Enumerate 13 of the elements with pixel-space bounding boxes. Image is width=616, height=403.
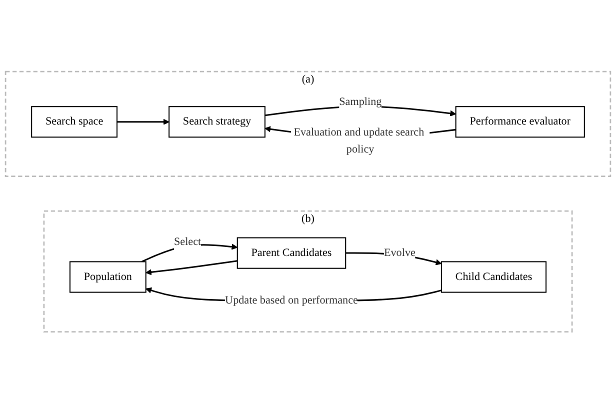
arrow	[117, 118, 170, 125]
edge-label: Update based on performance	[225, 294, 358, 306]
edge-label: Evolve	[384, 246, 416, 258]
node-box: Search strategy	[168, 106, 266, 138]
edge-label: Sampling	[339, 96, 382, 108]
edge-label: Select	[174, 236, 202, 248]
node-box: Child Candidates	[440, 261, 547, 293]
node-box: Parent Candidates	[236, 237, 346, 269]
arrow	[146, 260, 238, 275]
node-box: Performance evaluator	[455, 106, 585, 138]
edge-label: Evaluation and update search policy	[294, 126, 424, 155]
node-box: Population	[69, 261, 146, 293]
node-box: Search space	[31, 106, 118, 138]
